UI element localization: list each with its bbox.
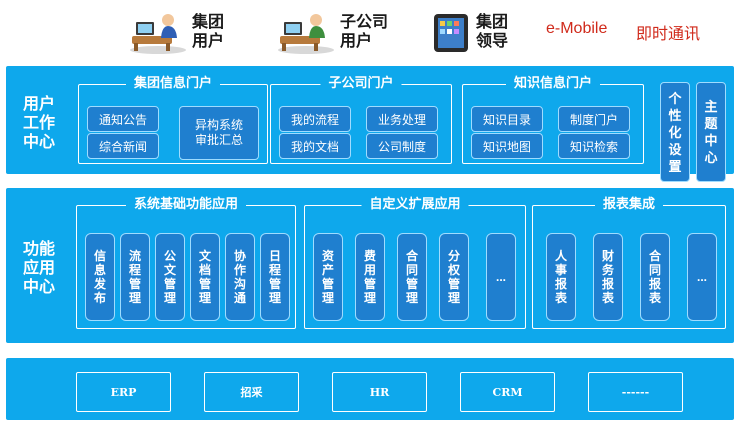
reports-frame: 报表集成 人 事 报 表 财 务 报 表 合 同 报 表 ... [532,195,726,329]
link-e-mobile[interactable]: e-Mobile [546,20,608,37]
link-instant-messaging[interactable]: 即时通讯 [636,26,701,43]
btn-asset-mgmt[interactable]: 资 产 管 理 [313,233,343,321]
custom-apps-title: 自定义扩展应用 [361,195,469,213]
user-work-center-band: 用户 工作 中心 集团信息门户 通知公告 综合新闻 异构系统 审批汇总 子公司门… [6,66,734,182]
btn-schedule-mgmt[interactable]: 日 程 管 理 [260,233,290,321]
group-portal-frame: 集团信息门户 通知公告 综合新闻 异构系统 审批汇总 [78,74,268,164]
btn-my-flow[interactable]: 我的流程 [279,106,351,132]
desk-user-icon [278,14,334,54]
system-erp[interactable]: ERP [76,372,171,412]
subsidiary-portal-title: 子公司门户 [320,74,402,92]
systems-band: ERP 招采 HR CRM ------ [6,358,734,420]
btn-theme-center[interactable]: 主 题 中 心 [696,82,726,182]
btn-expense-mgmt[interactable]: 费 用 管 理 [355,233,385,321]
btn-document-mgmt[interactable]: 公 文 管 理 [155,233,185,321]
user-label: 集团 领导 [476,14,509,50]
btn-archive-mgmt[interactable]: 文 档 管 理 [190,233,220,321]
user-label: 集团 用户 [192,14,225,50]
desk-user-icon [130,14,186,54]
btn-knowledge-catalog[interactable]: 知识目录 [471,106,543,132]
btn-flow-mgmt[interactable]: 流 程 管 理 [120,233,150,321]
user-leader: 集团 领导 [432,10,508,54]
system-procurement[interactable]: 招采 [204,372,299,412]
btn-notices[interactable]: 通知公告 [87,106,159,132]
btn-my-docs[interactable]: 我的文档 [279,133,351,159]
btn-authority-mgmt[interactable]: 分 权 管 理 [439,233,469,321]
user-label: 子公司 用户 [340,14,389,50]
btn-news[interactable]: 综合新闻 [87,133,159,159]
btn-personalization[interactable]: 个 性 化 设 置 [660,82,690,182]
user-group: 集团 用户 [128,10,224,54]
function-center-band: 功能 应用 中心 系统基础功能应用 信 息 发 布 流 程 管 理 公 文 管 … [6,188,734,343]
btn-company-rules[interactable]: 公司制度 [366,133,438,159]
base-functions-frame: 系统基础功能应用 信 息 发 布 流 程 管 理 公 文 管 理 文 档 管 理… [76,195,296,329]
btn-more-custom[interactable]: ... [486,233,516,321]
btn-rules-portal[interactable]: 制度门户 [558,106,630,132]
knowledge-portal-frame: 知识信息门户 知识目录 制度门户 知识地图 知识检索 [462,74,644,164]
system-hr[interactable]: HR [332,372,427,412]
base-functions-title: 系统基础功能应用 [125,195,247,213]
user-work-center-title: 用户 工作 中心 [22,96,55,151]
function-center-title: 功能 应用 中心 [22,241,55,296]
btn-contract-report[interactable]: 合 同 报 表 [640,233,670,321]
btn-business[interactable]: 业务处理 [366,106,438,132]
user-subsidiary: 子公司 用户 [276,10,388,54]
reports-title: 报表集成 [594,195,664,213]
btn-hr-report[interactable]: 人 事 报 表 [546,233,576,321]
btn-more-reports[interactable]: ... [687,233,717,321]
btn-approval-summary[interactable]: 异构系统 审批汇总 [179,106,259,160]
btn-info-publish[interactable]: 信 息 发 布 [85,233,115,321]
system-more[interactable]: ------ [588,372,683,412]
subsidiary-portal-frame: 子公司门户 我的流程 业务处理 我的文档 公司制度 [270,74,452,164]
system-crm[interactable]: CRM [460,372,555,412]
btn-finance-report[interactable]: 财 务 报 表 [593,233,623,321]
tablet-icon [434,14,468,52]
knowledge-portal-title: 知识信息门户 [505,74,601,92]
btn-contract-mgmt[interactable]: 合 同 管 理 [397,233,427,321]
btn-knowledge-search[interactable]: 知识检索 [558,133,630,159]
custom-apps-frame: 自定义扩展应用 资 产 管 理 费 用 管 理 合 同 管 理 分 权 管 理 … [304,195,526,329]
btn-knowledge-map[interactable]: 知识地图 [471,133,543,159]
group-portal-title: 集团信息门户 [125,74,221,92]
btn-collaboration[interactable]: 协 作 沟 通 [225,233,255,321]
